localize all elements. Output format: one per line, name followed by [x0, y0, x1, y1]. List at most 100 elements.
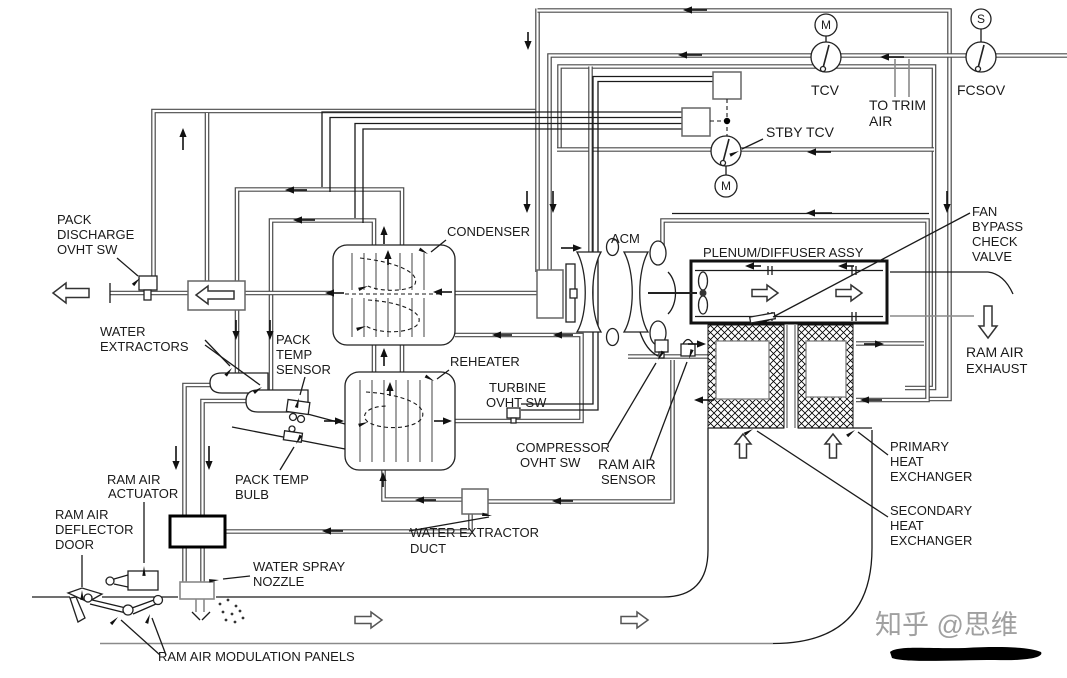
flow-arrow	[549, 191, 557, 213]
svg-text:OVHT SW: OVHT SW	[486, 395, 547, 410]
svg-text:SENSOR: SENSOR	[276, 362, 331, 377]
leader-arrowhead	[729, 151, 739, 157]
watermark-blob	[890, 647, 1042, 661]
svg-text:OVHT SW: OVHT SW	[57, 242, 118, 257]
turbine-ovht-switch	[506, 407, 521, 424]
flow-arrow	[379, 472, 387, 487]
hollow-flow-arrow	[823, 432, 843, 459]
flow-arrow	[806, 209, 832, 217]
label-condenser: CONDENSER	[447, 224, 530, 239]
label-fan-bypass: FAN	[972, 204, 997, 219]
leader-arrowhead	[358, 422, 368, 427]
flow-arrow	[943, 191, 951, 213]
flow-arrow	[807, 148, 831, 156]
leader-arrowhead	[252, 387, 262, 395]
label-primary-hx: PRIMARY	[890, 439, 949, 454]
svg-text:HEAT: HEAT	[890, 518, 924, 533]
duct-network	[110, 8, 1067, 582]
svg-text:BULB: BULB	[235, 487, 269, 502]
ram-air-sensor	[680, 338, 696, 357]
svg-text:DISCHARGE: DISCHARGE	[57, 227, 135, 242]
heat-exchangers	[707, 324, 854, 429]
water-extractor-duct-box	[461, 488, 489, 515]
svg-text:AIR: AIR	[869, 113, 892, 129]
hollow-flow-arrow	[733, 432, 753, 459]
leader-arrowhead	[294, 398, 299, 408]
acm-assembly	[536, 237, 697, 357]
flow-arrow	[205, 446, 213, 470]
hollow-flow-arrow	[194, 284, 235, 306]
flow-arrow	[232, 320, 240, 340]
flow-arrow	[293, 216, 315, 224]
flow-arrow	[553, 331, 573, 339]
tcv-valve	[810, 13, 842, 73]
svg-text:EXHAUST: EXHAUST	[966, 361, 1027, 376]
svg-text:ACTUATOR: ACTUATOR	[108, 486, 178, 501]
flow-arrow	[745, 262, 761, 270]
leader-arrowhead	[80, 590, 84, 600]
fcsov-solenoid-letter: S	[977, 12, 985, 26]
flow-arrow	[880, 53, 904, 61]
svg-text:DUCT: DUCT	[410, 541, 446, 556]
stby-motor-letter: M	[721, 179, 731, 193]
leader-arrowhead	[482, 512, 492, 516]
ram-air-deflector-door	[66, 570, 164, 623]
svg-text:VALVE: VALVE	[972, 249, 1012, 264]
hollow-flow-arrow	[354, 610, 384, 630]
svg-text:NOZZLE: NOZZLE	[253, 574, 305, 589]
leader-arrowhead	[145, 614, 150, 624]
leader-arrowhead	[689, 349, 694, 359]
hollow-flow-arrow	[620, 610, 650, 630]
stby-tcv-valve	[710, 135, 742, 198]
tcv-motor-letter: M	[821, 18, 831, 32]
leader-arrowhead	[846, 430, 855, 438]
flow-arrow	[172, 446, 180, 470]
flow-arrow	[561, 244, 582, 252]
svg-text:CHECK: CHECK	[972, 234, 1018, 249]
trim-air-stubs	[894, 59, 910, 97]
secondary-hx-core	[715, 340, 770, 400]
flow-arrow	[384, 250, 392, 265]
flow-arrow	[694, 396, 714, 404]
label-water-spray-nozzle: WATER SPRAY	[253, 559, 346, 574]
label-acm: ACM	[611, 231, 640, 246]
pack-discharge-ovht-switch	[138, 275, 158, 301]
flow-arrow	[688, 340, 706, 348]
leader-arrowhead	[356, 326, 366, 331]
flow-arrow	[678, 51, 702, 59]
svg-text:DOOR: DOOR	[55, 537, 94, 552]
flow-arrow	[415, 496, 436, 504]
svg-text:DEFLECTOR: DEFLECTOR	[55, 522, 134, 537]
leader-arrowhead	[418, 247, 428, 254]
svg-text:EXCHANGER: EXCHANGER	[890, 469, 972, 484]
hollow-flow-arrow	[751, 283, 780, 303]
flow-arrow	[380, 348, 388, 366]
flow-arrow	[285, 186, 307, 194]
flow-arrow	[325, 289, 344, 297]
fcsov-valve	[965, 8, 997, 73]
label-ram-air-modulation-panels: RAM AIR MODULATION PANELS	[158, 649, 355, 664]
svg-text:BYPASS: BYPASS	[972, 219, 1023, 234]
hollow-flow-arrow	[51, 281, 90, 305]
flow-arrow	[380, 226, 388, 244]
flow-arrow	[179, 128, 187, 150]
ram-air-door-actuator-box	[168, 514, 227, 549]
flow-arrow	[683, 6, 707, 14]
hollow-flow-arrow	[977, 305, 999, 340]
svg-text:TEMP: TEMP	[276, 347, 312, 362]
label-reheater: REHEATER	[450, 354, 520, 369]
svg-text:HEAT: HEAT	[890, 454, 924, 469]
controller-boxes	[681, 71, 742, 137]
label-ram-air-actuator: RAM AIR	[107, 472, 160, 487]
flow-arrow	[322, 527, 343, 535]
label-ram-air-deflector-door: RAM AIR	[55, 507, 108, 522]
label-plenum: PLENUM/DIFFUSER ASSY	[703, 245, 864, 260]
label-ram-air-exhaust: RAM AIR	[966, 344, 1024, 360]
hollow-flow-arrow	[835, 283, 864, 303]
label-to-trim-air: TO TRIM	[869, 97, 926, 113]
label-secondary-hx: SECONDARY	[890, 503, 972, 518]
flow-arrow	[434, 417, 452, 425]
pack-temp-bulb	[282, 430, 304, 443]
flow-arrow	[266, 320, 274, 340]
